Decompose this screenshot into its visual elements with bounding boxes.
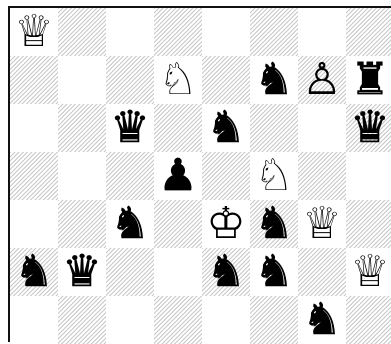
square-r1-c4[interactable]: [154, 8, 202, 56]
black-knight-piece[interactable]: ♞: [14, 248, 53, 296]
square-r5-c1[interactable]: [10, 200, 58, 248]
square-r3-c3[interactable]: ♛: [106, 104, 154, 152]
square-r6-c1[interactable]: ♞: [10, 248, 58, 296]
black-queen-piece[interactable]: ♛: [110, 104, 149, 152]
square-r7-c7[interactable]: ♞: [298, 296, 346, 344]
square-r1-c7[interactable]: [298, 8, 346, 56]
black-knight-piece[interactable]: ♞: [206, 104, 245, 152]
square-r6-c3[interactable]: [106, 248, 154, 296]
square-r3-c8[interactable]: ♛: [346, 104, 391, 152]
white-queen-piece[interactable]: ♕: [350, 248, 389, 296]
square-r3-c6[interactable]: [250, 104, 298, 152]
black-knight-piece[interactable]: ♞: [206, 248, 245, 296]
square-r2-c5[interactable]: [202, 56, 250, 104]
square-r4-c1[interactable]: [10, 152, 58, 200]
square-r2-c3[interactable]: [106, 56, 154, 104]
square-r6-c5[interactable]: ♞: [202, 248, 250, 296]
black-knight-piece[interactable]: ♞: [110, 200, 149, 248]
square-r1-c8[interactable]: [346, 8, 391, 56]
square-r1-c1[interactable]: ♕: [10, 8, 58, 56]
square-r2-c2[interactable]: [58, 56, 106, 104]
square-r4-c5[interactable]: [202, 152, 250, 200]
square-r5-c3[interactable]: ♞: [106, 200, 154, 248]
black-queen-piece[interactable]: ♛: [62, 248, 101, 296]
square-r3-c1[interactable]: [10, 104, 58, 152]
square-r1-c3[interactable]: [106, 8, 154, 56]
chess-board: ♕♘♞♙♜♛♞♛♟♘♞♔♞♕♞♛♞♞♕♞: [8, 6, 391, 342]
square-r2-c7[interactable]: ♙: [298, 56, 346, 104]
square-r3-c4[interactable]: [154, 104, 202, 152]
black-knight-piece[interactable]: ♞: [254, 200, 293, 248]
black-knight-piece[interactable]: ♞: [302, 296, 341, 344]
white-queen-piece[interactable]: ♕: [302, 200, 341, 248]
square-r3-c2[interactable]: [58, 104, 106, 152]
white-pawn-piece[interactable]: ♙: [302, 56, 341, 104]
square-r5-c6[interactable]: ♞: [250, 200, 298, 248]
square-r5-c7[interactable]: ♕: [298, 200, 346, 248]
square-r4-c4[interactable]: ♟: [154, 152, 202, 200]
square-r4-c2[interactable]: [58, 152, 106, 200]
square-r7-c2[interactable]: [58, 296, 106, 344]
white-knight-piece[interactable]: ♘: [158, 56, 197, 104]
white-knight-piece[interactable]: ♘: [254, 152, 293, 200]
black-knight-piece[interactable]: ♞: [254, 56, 293, 104]
square-r1-c5[interactable]: [202, 8, 250, 56]
square-r2-c8[interactable]: ♜: [346, 56, 391, 104]
square-r2-c1[interactable]: [10, 56, 58, 104]
square-r4-c3[interactable]: [106, 152, 154, 200]
square-r5-c4[interactable]: [154, 200, 202, 248]
square-r7-c4[interactable]: [154, 296, 202, 344]
square-r7-c5[interactable]: [202, 296, 250, 344]
square-r1-c6[interactable]: [250, 8, 298, 56]
square-r1-c2[interactable]: [58, 8, 106, 56]
square-r4-c7[interactable]: [298, 152, 346, 200]
square-r6-c7[interactable]: [298, 248, 346, 296]
square-r6-c4[interactable]: [154, 248, 202, 296]
square-r4-c8[interactable]: [346, 152, 391, 200]
square-r4-c6[interactable]: ♘: [250, 152, 298, 200]
black-knight-piece[interactable]: ♞: [254, 248, 293, 296]
black-pawn-piece[interactable]: ♟: [158, 152, 197, 200]
white-king-piece[interactable]: ♔: [206, 200, 245, 248]
black-queen-piece[interactable]: ♛: [350, 104, 389, 152]
square-r6-c6[interactable]: ♞: [250, 248, 298, 296]
square-r7-c8[interactable]: [346, 296, 391, 344]
square-r5-c8[interactable]: [346, 200, 391, 248]
square-r2-c6[interactable]: ♞: [250, 56, 298, 104]
square-r5-c2[interactable]: [58, 200, 106, 248]
white-queen-piece[interactable]: ♕: [14, 8, 53, 56]
square-r3-c5[interactable]: ♞: [202, 104, 250, 152]
square-r3-c7[interactable]: [298, 104, 346, 152]
square-r7-c1[interactable]: [10, 296, 58, 344]
black-rook-piece[interactable]: ♜: [350, 56, 389, 104]
square-r7-c3[interactable]: [106, 296, 154, 344]
square-r6-c8[interactable]: ♕: [346, 248, 391, 296]
square-r2-c4[interactable]: ♘: [154, 56, 202, 104]
square-r6-c2[interactable]: ♛: [58, 248, 106, 296]
square-r7-c6[interactable]: [250, 296, 298, 344]
square-r5-c5[interactable]: ♔: [202, 200, 250, 248]
